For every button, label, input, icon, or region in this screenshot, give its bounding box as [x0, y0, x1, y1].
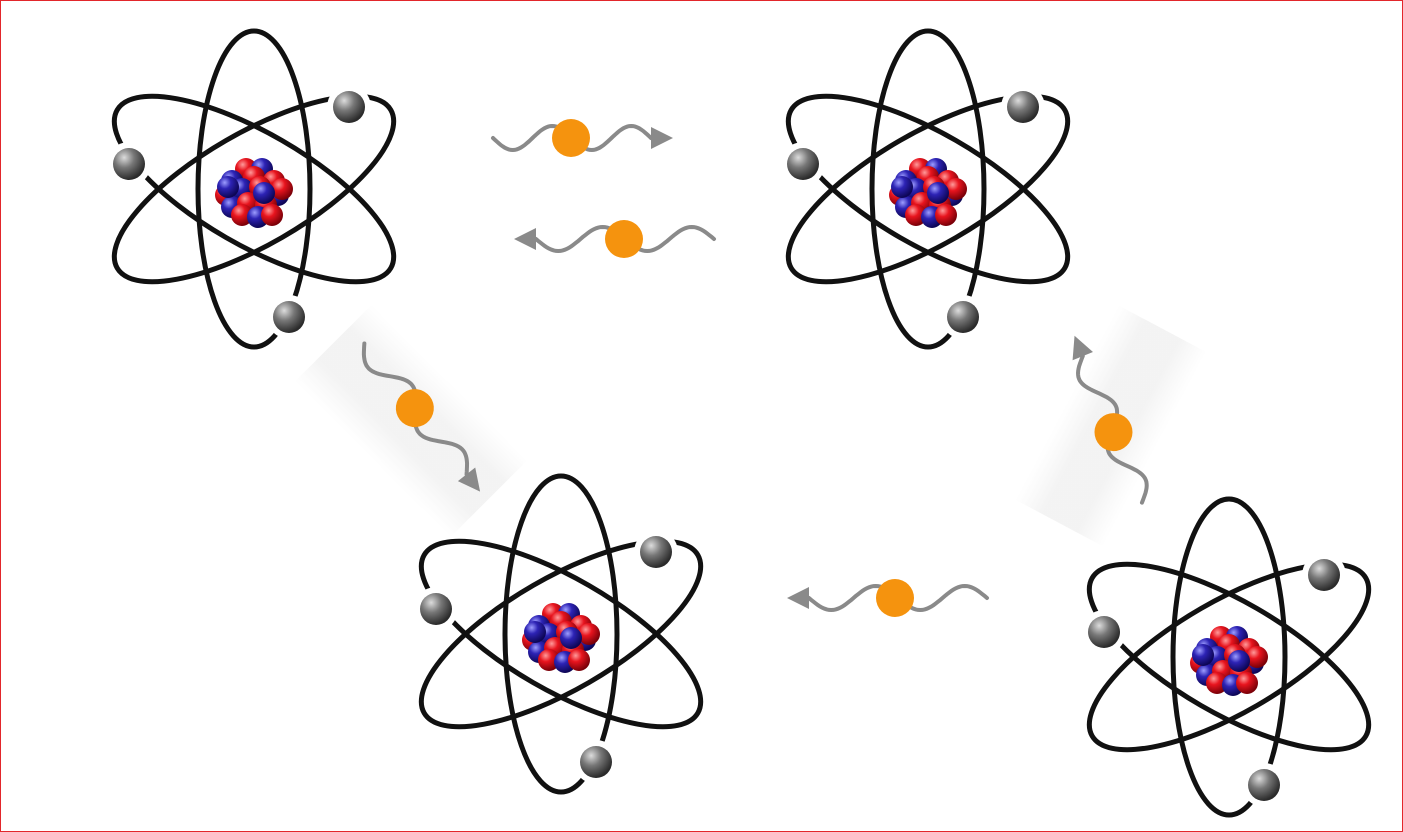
proton [935, 204, 957, 226]
atom-top-right [781, 28, 1071, 350]
arrowhead-icon [651, 127, 673, 149]
photons-layer [361, 119, 1149, 617]
photon-diagonal-up [1072, 335, 1149, 505]
electron [580, 746, 612, 778]
electron [787, 148, 819, 180]
neutron [524, 621, 546, 643]
orbit-tilted-b [111, 93, 397, 285]
electron [420, 593, 452, 625]
neutron [1228, 650, 1250, 672]
electron [1308, 559, 1340, 591]
proton [538, 649, 560, 671]
proton [905, 204, 927, 226]
proton [578, 623, 600, 645]
electron [113, 148, 145, 180]
atoms-layer [107, 28, 1372, 818]
proton [261, 204, 283, 226]
proton [1236, 672, 1258, 694]
neutron [927, 182, 949, 204]
proton [271, 178, 293, 200]
nucleus [1190, 626, 1268, 696]
orbit-tilted-b [785, 93, 1071, 285]
proton [945, 178, 967, 200]
photon-wave [361, 341, 470, 477]
proton [568, 649, 590, 671]
atom-top-left [107, 28, 397, 350]
orbit-tilted-a [418, 538, 704, 730]
photon-bottom-leftward [787, 579, 989, 617]
arrowhead-icon [1072, 335, 1093, 361]
neutron [253, 182, 275, 204]
orbit-tilted-a [1086, 561, 1372, 753]
proton [1206, 672, 1228, 694]
orbit-tilted-b [418, 538, 704, 730]
photon-particle [552, 119, 590, 157]
atom-bottom-right [1082, 496, 1372, 818]
electron [640, 536, 672, 568]
nucleus [889, 158, 967, 228]
photon-particle [1094, 413, 1133, 452]
nucleus [522, 603, 600, 673]
orbit-tilted-b [1086, 561, 1372, 753]
electron [1088, 616, 1120, 648]
proton [231, 204, 253, 226]
electron [333, 91, 365, 123]
orbit-vertical [1170, 496, 1288, 818]
neutron [1192, 644, 1214, 666]
electron [1007, 91, 1039, 123]
electron [947, 301, 979, 333]
orbit-vertical [195, 28, 313, 350]
proton [1246, 646, 1268, 668]
arrowhead-icon [457, 467, 481, 492]
photon-top-leftward [514, 220, 716, 258]
arrowhead-icon [787, 587, 809, 609]
electron [1248, 769, 1280, 801]
nucleus [215, 158, 293, 228]
photon-diagonal-down [361, 341, 481, 492]
orbit-vertical [869, 28, 987, 350]
arrowhead-icon [514, 228, 536, 250]
photon-particle [395, 389, 434, 428]
orbit-vertical [502, 473, 620, 795]
neutron [217, 176, 239, 198]
neutron [891, 176, 913, 198]
orbit-tilted-a [785, 93, 1071, 285]
photon-top-rightward [491, 119, 673, 157]
atom-bottom-middle [414, 473, 704, 795]
orbit-tilted-a [111, 93, 397, 285]
photon-particle [876, 579, 914, 617]
photon-particle [605, 220, 643, 258]
neutron [560, 627, 582, 649]
electron [273, 301, 305, 333]
